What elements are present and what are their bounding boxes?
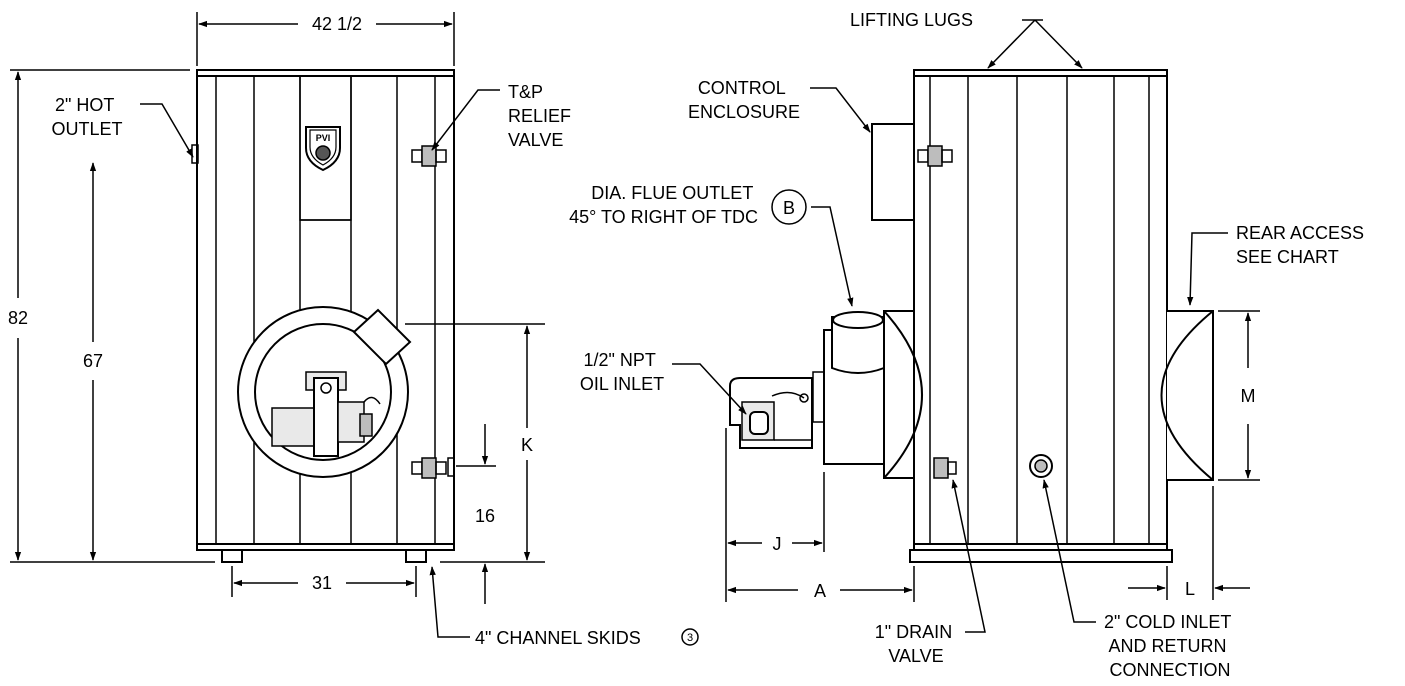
side-dimensions: J A L M	[725, 310, 1260, 602]
side-tp-relief-valve	[917, 145, 953, 167]
cold-inlet-port-outer	[1029, 454, 1053, 478]
pvi-logo: PVI	[305, 126, 341, 172]
rear-access-bulge	[1167, 310, 1214, 481]
flue-stub	[352, 308, 412, 366]
dim-height-overall: 82	[8, 308, 28, 328]
label-channel-skids: 4" CHANNEL SKIDS	[475, 628, 641, 648]
front-dimensions: 42 1/2 82 67 31 K 16	[8, 12, 545, 604]
label-tp-relief-valve: T&P RELIEF VALVE	[508, 82, 576, 150]
front-access-bulge	[883, 310, 915, 479]
side-callouts: LIFTING LUGS CONTROL ENCLOSURE DIA. FLUE…	[569, 10, 1369, 680]
flue-marker-text: B	[783, 198, 795, 218]
front-callouts: 2" HOT OUTLET T&P RELIEF VALVE 4" CHANNE…	[51, 82, 699, 648]
label-hot-outlet: 2" HOT OUTLET	[51, 95, 122, 139]
control-enclosure-box	[871, 123, 915, 221]
logo-text: PVI	[316, 133, 331, 143]
label-rear-access: REAR ACCESS SEE CHART	[1236, 223, 1369, 267]
dim-height-hot-outlet: 67	[83, 351, 103, 371]
dim-burner-height: K	[521, 435, 533, 455]
front-burner-assembly	[271, 371, 381, 457]
flue-marker-circle	[771, 189, 807, 225]
label-control-enclosure: CONTROL ENCLOSURE	[688, 78, 800, 122]
label-oil-inlet: 1/2" NPT OIL INLET	[580, 350, 664, 394]
label-cold-inlet: 2" COLD INLET AND RETURN CONNECTION	[1104, 612, 1236, 680]
front-view: PVI	[191, 69, 455, 563]
cold-inlet-port-inner	[1034, 459, 1048, 473]
side-view	[729, 69, 1214, 563]
dim-overall-front-depth: A	[814, 581, 826, 601]
side-jacket-panels	[929, 76, 1150, 544]
note-marker-text: 3	[687, 632, 693, 644]
dim-rear-access-height: M	[1241, 386, 1256, 406]
dim-width-top: 42 1/2	[312, 14, 362, 34]
side-base-rail	[909, 549, 1173, 563]
label-drain-valve: 1" DRAIN VALVE	[875, 622, 957, 666]
front-drain-valve	[411, 457, 455, 479]
channel-skids	[221, 549, 427, 563]
front-tank-body	[196, 69, 455, 551]
dim-drain-height: 16	[475, 506, 495, 526]
dim-rear-depth: L	[1185, 579, 1195, 599]
burner-mount-ring-inner	[254, 323, 392, 461]
note-marker-circle	[681, 628, 699, 646]
label-flue-outlet: DIA. FLUE OUTLET 45° TO RIGHT OF TDC	[569, 183, 758, 227]
dim-burner-depth: J	[773, 534, 782, 554]
label-lifting-lugs: LIFTING LUGS	[850, 10, 973, 30]
side-drain-valve	[933, 457, 957, 479]
dim-skid-spacing: 31	[312, 573, 332, 593]
front-tp-relief-valve	[411, 145, 447, 167]
side-tank-body	[913, 69, 1168, 551]
side-burner-assembly	[729, 311, 885, 465]
